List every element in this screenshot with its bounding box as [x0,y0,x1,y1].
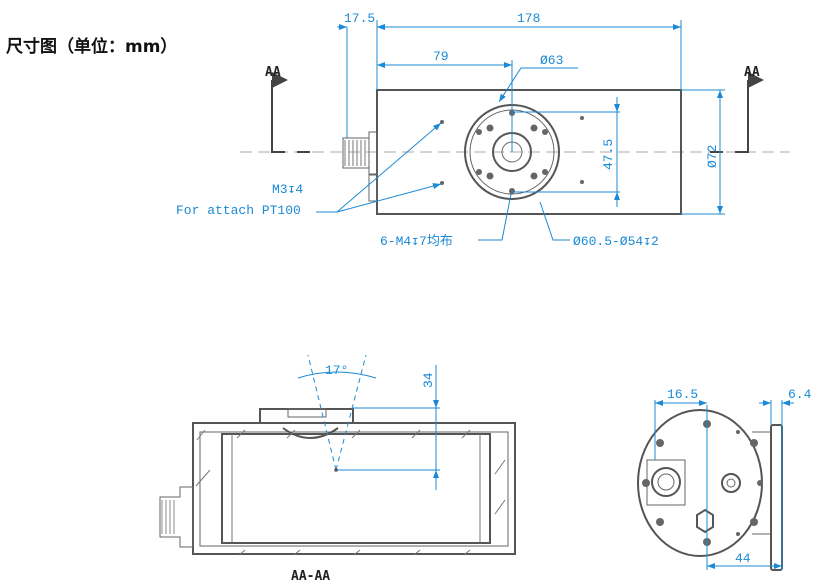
housing-outline [192,422,516,555]
round-connector [721,473,741,493]
flange [770,424,783,571]
note-thread: M3↧4 [272,182,303,197]
dim-angle: 17° [325,363,348,378]
dim-length: 178 [517,11,540,26]
dim-side-depth: 44 [735,551,751,566]
note-bolts: 6-M4↧7均布 [380,234,453,249]
note-groove: Ø60.5-Ø54↧2 [573,234,659,249]
side-view: 16.5 6.4 44 [637,387,812,571]
section-view: 17° 34 AA-AA [159,354,516,584]
dim-depth: 34 [421,372,436,388]
inner-tube [221,433,491,544]
dim-body-dia: Ø72 [705,145,720,168]
end-cap [637,409,763,557]
dim-connector: 17.5 [344,11,375,26]
section-label-left: AA [265,65,281,80]
section-title: AA-AA [291,569,330,584]
dim-center: 79 [433,49,449,64]
dim-offset: 16.5 [667,387,698,402]
note-pt100: For attach PT100 [176,203,301,218]
top-view: AA AA 17.5 178 79 Ø63 47.5 Ø72 M3↧4 For … [176,11,790,249]
page-title: 尺寸图（单位：mm） [6,37,178,57]
dim-flange: 6.4 [788,387,812,402]
section-label-right: AA [744,65,760,80]
side-connector [159,486,194,548]
dim-window-dia: Ø63 [540,53,563,68]
dim-hole-spacing: 47.5 [601,139,616,170]
window-boss [259,408,354,423]
hex-plug [696,508,714,534]
